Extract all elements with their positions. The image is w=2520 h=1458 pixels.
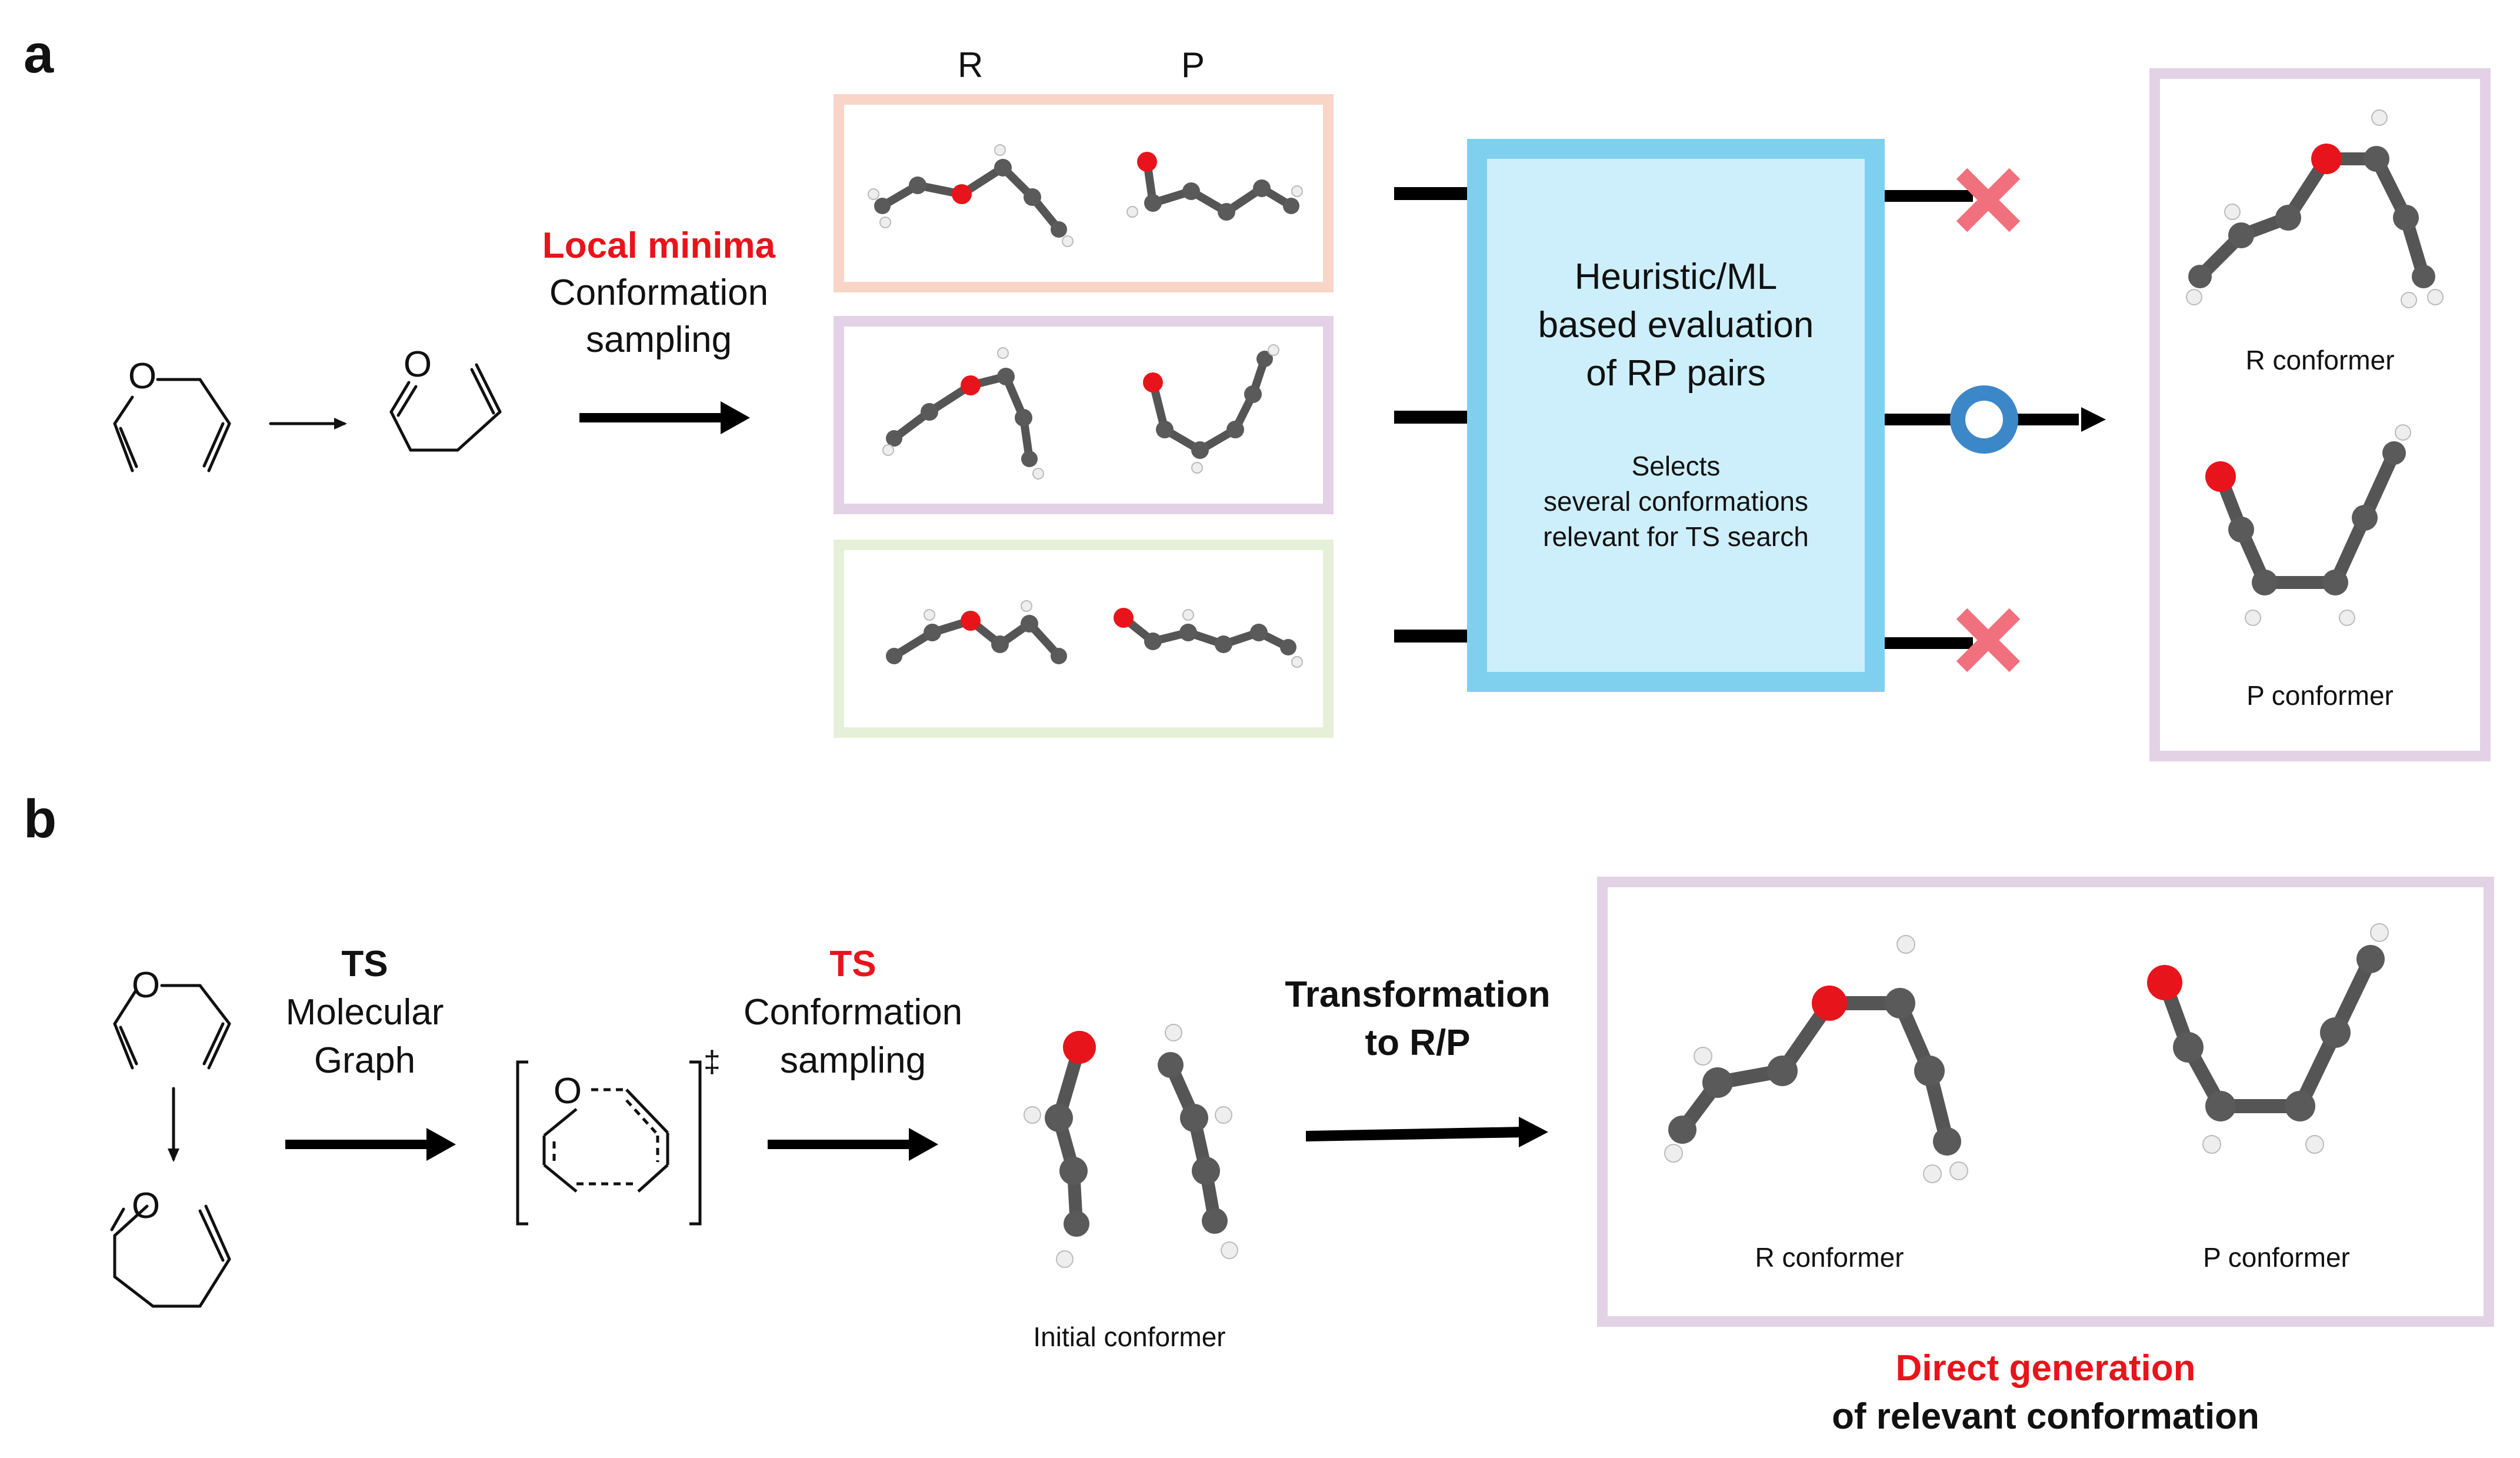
accept-circle-icon: [1950, 385, 2106, 454]
graph-arrow: [285, 1128, 456, 1161]
ts-graph-line1: Molecular: [285, 992, 444, 1033]
ts-sampling-caption: TS Conformation sampling: [718, 940, 988, 1085]
ts-sampling-line1: Conformation: [743, 992, 963, 1033]
result-r-label: R conformer: [1755, 1242, 1904, 1273]
ts-sampling-line2: sampling: [779, 1040, 926, 1081]
transformation-line2: to R/P: [1365, 1023, 1471, 1063]
oxygen-atom-label: O: [404, 344, 432, 385]
selected-p-label: P conformer: [2246, 680, 2394, 711]
panel-label-b: b: [24, 789, 57, 849]
ts-sampling-highlight: TS: [829, 944, 876, 984]
evaluation-title-line: based evaluation: [1538, 305, 1814, 345]
oxygen-atom-label: O: [132, 965, 160, 1006]
sampling-arrow-a: [579, 401, 750, 434]
sampling-caption-a: Local minima Conformation sampling: [518, 222, 800, 364]
oxygen-atom-label: O: [128, 356, 156, 397]
evaluation-title: Heuristic/ML based evaluation of RP pair…: [1467, 253, 1885, 398]
connector-line-1: [1394, 187, 1471, 200]
outcome-line-1: [1885, 190, 1973, 202]
reaction-scheme-a: O O: [113, 344, 502, 472]
local-minima-label: Local minima: [542, 225, 776, 266]
oxygen-atom-label: O: [554, 1071, 582, 1111]
selected-pair-box: [2149, 68, 2491, 761]
column-header-r: R: [958, 45, 984, 85]
result-p-label: P conformer: [2203, 1242, 2350, 1273]
evaluation-subtitle-line: relevant for TS search: [1543, 521, 1809, 552]
transformation-line1: Transformation: [1285, 974, 1551, 1015]
r-conformer-model-1: [868, 144, 1074, 247]
p-conformer-model-3: [1114, 608, 1303, 668]
transformation-arrow: [1306, 1117, 1548, 1147]
ts-graph-line2: Graph: [314, 1040, 416, 1081]
result-r-conformer-model: [1664, 935, 1968, 1183]
conclusion-line2: of relevant conformation: [1832, 1396, 2259, 1437]
conclusion-highlight: Direct generation: [1895, 1348, 2196, 1389]
reaction-scheme-b: O O: [110, 965, 231, 1308]
ts-graph-bold: TS: [341, 944, 388, 984]
ts-structure: O: [516, 1060, 702, 1226]
initial-conformer-model: [1024, 1024, 1238, 1268]
column-header-p: P: [1181, 45, 1205, 85]
evaluation-title-line: Heuristic/ML: [1574, 257, 1778, 297]
candidate-pair-box-3: [834, 540, 1334, 738]
result-box: [1597, 877, 2494, 1327]
transformation-caption: Transformation to R/P: [1259, 971, 1576, 1067]
reject-cross-icon: [1956, 168, 2021, 232]
selected-p-conformer-model: [2205, 424, 2411, 626]
selected-r-conformer-model: [2186, 109, 2444, 308]
result-p-conformer-model: [2147, 923, 2389, 1154]
ts-graph-caption: TS Molecular Graph: [253, 940, 476, 1085]
sampling-label: sampling: [585, 319, 732, 360]
ts-sampling-arrow: [768, 1128, 938, 1161]
evaluation-subtitle: Selects several conformations relevant f…: [1467, 448, 1885, 554]
conclusion-caption: Direct generation of relevant conformati…: [1597, 1344, 2494, 1441]
candidate-pair-box-1: [834, 94, 1334, 292]
oxygen-atom-label: O: [132, 1186, 160, 1226]
selected-r-label: R conformer: [2245, 345, 2395, 375]
initial-conformer-label: Initial conformer: [1033, 1321, 1226, 1352]
evaluation-box: [1467, 139, 1885, 692]
panel-label-a: a: [24, 24, 54, 84]
connector-line-2: [1394, 411, 1471, 424]
conformation-label: Conformation: [549, 272, 769, 313]
evaluation-subtitle-line: several conformations: [1544, 486, 1808, 517]
r-conformer-model-2: [882, 347, 1044, 480]
ts-double-dagger: ‡: [704, 1045, 721, 1079]
r-conformer-model-3: [886, 600, 1067, 664]
p-conformer-model-2: [1143, 344, 1279, 474]
candidate-pair-box-2: [834, 316, 1334, 514]
connector-line-3: [1394, 630, 1471, 643]
p-conformer-model-1: [1126, 152, 1303, 221]
evaluation-title-line: of RP pairs: [1586, 353, 1766, 394]
evaluation-subtitle-line: Selects: [1631, 451, 1721, 481]
reject-cross-icon: [1956, 608, 2021, 673]
outcome-line-3: [1885, 637, 1973, 649]
